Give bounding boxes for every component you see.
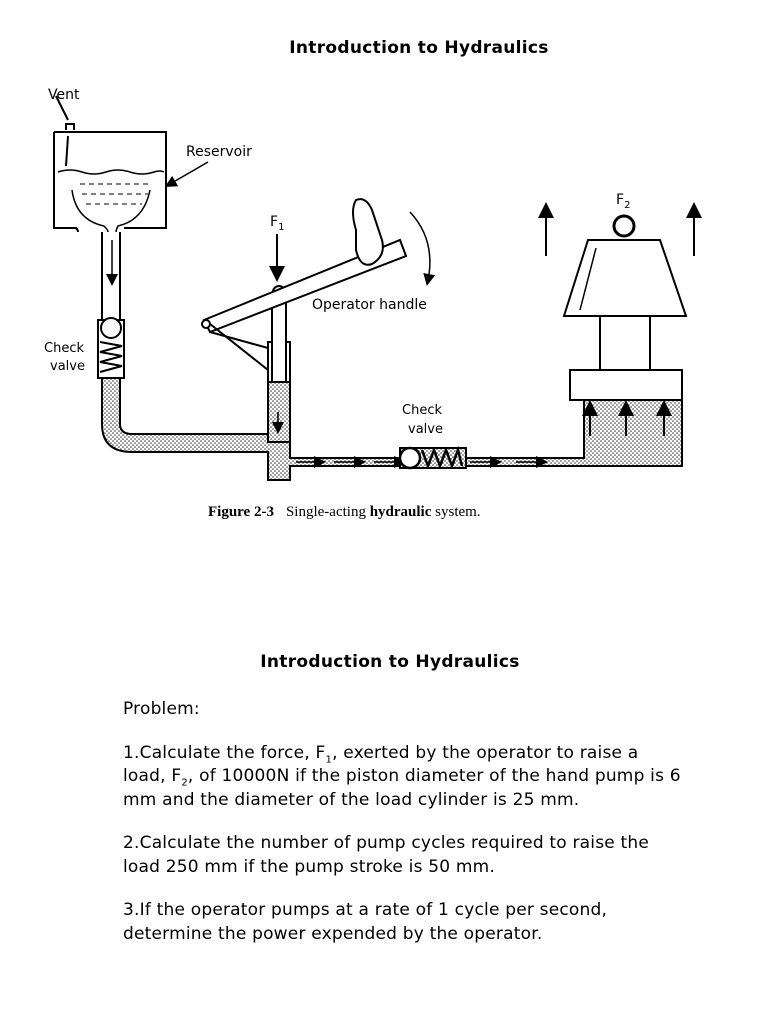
label-operator-handle: Operator handle (312, 297, 427, 313)
load-cylinder (562, 214, 688, 401)
vent (55, 95, 75, 130)
label-check-valve-middle-2: valve (408, 422, 443, 437)
page-title-top: Introduction to Hydraulics (289, 38, 549, 58)
operator-handle (201, 198, 408, 371)
problem-question-2: 2.Calculate the number of pump cycles re… (123, 833, 650, 877)
problem-heading: Problem: (123, 699, 200, 719)
hydraulic-system-figure: Vent Reservoir Check valve (44, 87, 702, 520)
lift-arrows (538, 202, 702, 436)
check-valve-middle (398, 445, 467, 470)
label-f1: F1 (270, 214, 284, 233)
supply-pipe (101, 232, 121, 320)
label-check-valve-left-2: valve (50, 359, 85, 374)
label-vent: Vent (48, 87, 80, 103)
problem-question-1: 1.Calculate the force, F1, exerted by th… (123, 742, 681, 810)
label-check-valve-middle-1: Check (402, 403, 442, 418)
flow-arrows (272, 412, 548, 468)
hand-pump (267, 285, 291, 383)
label-check-valve-left-1: Check (44, 341, 84, 356)
problem-question-3: 3.If the operator pumps at a rate of 1 c… (123, 900, 608, 944)
reservoir (53, 131, 167, 233)
label-f2: F2 (616, 192, 630, 211)
label-reservoir: Reservoir (186, 144, 252, 160)
check-valve-left (97, 317, 125, 379)
problem-section: Problem: 1.Calculate the force, F1, exer… (123, 698, 683, 966)
page-title-bottom: Introduction to Hydraulics (260, 652, 520, 672)
